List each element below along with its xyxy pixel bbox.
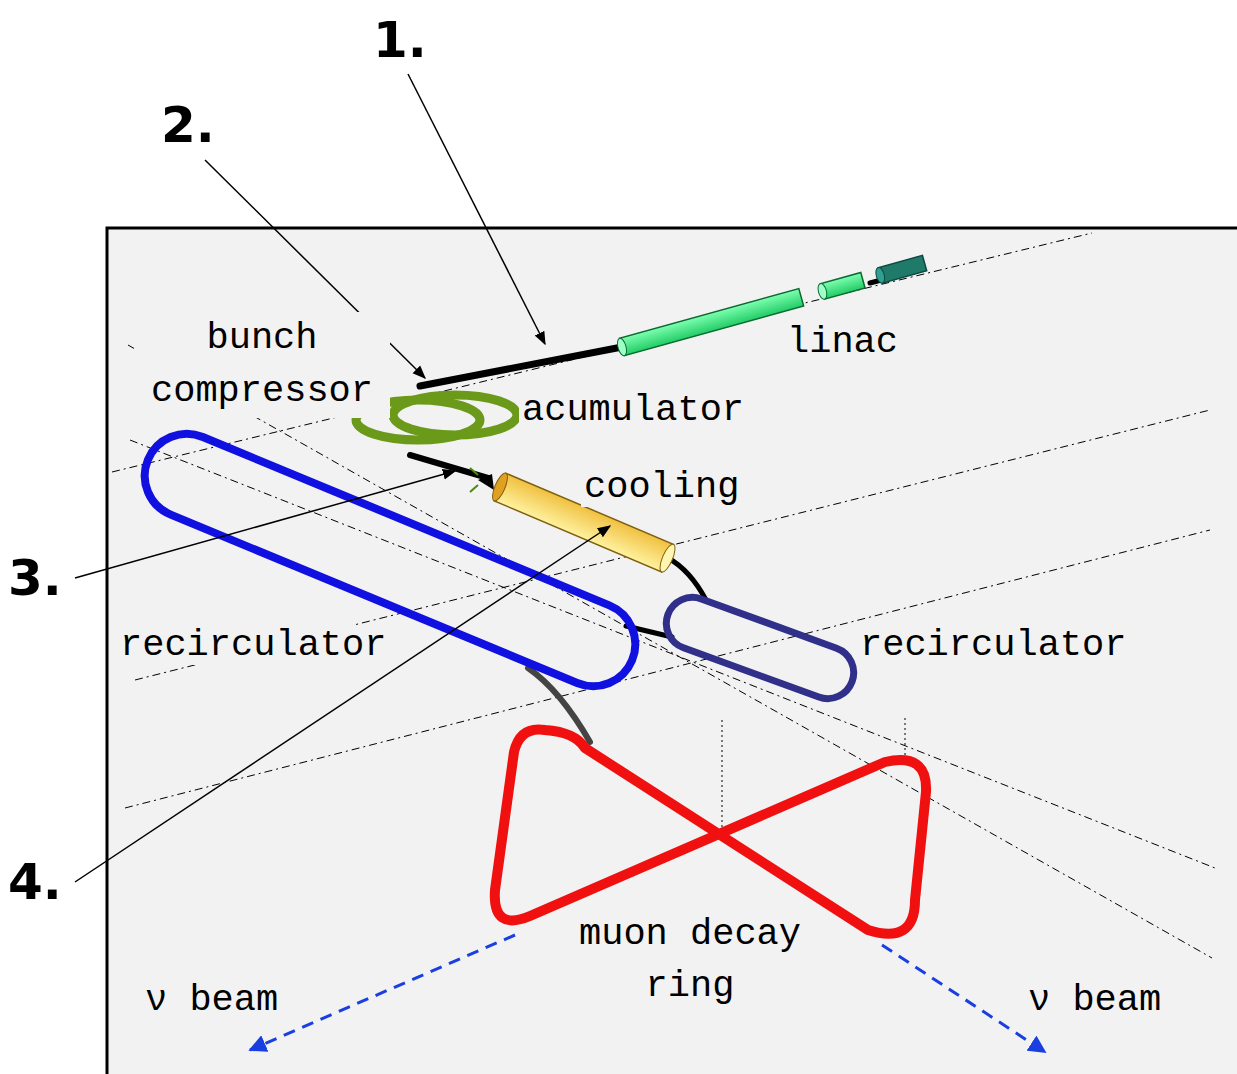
height-marks (722, 718, 905, 832)
ground-panel (107, 228, 1237, 1074)
part-label: muon decay ring (562, 908, 818, 1012)
part-label: recirculator (857, 625, 1129, 665)
decay-ring (495, 729, 926, 933)
part-label: bunch compressor (134, 312, 390, 418)
callout-number: 4. (5, 854, 65, 910)
callout-number: 1. (370, 12, 430, 68)
callout-number: 2. (158, 97, 218, 153)
part-label: cooling (581, 467, 742, 507)
small-recirculator (659, 590, 861, 706)
part-label: linac (784, 322, 901, 362)
part-label: ν beam (1025, 980, 1164, 1020)
part-label: acumulator (519, 390, 747, 430)
part-label: recirculator (117, 625, 389, 665)
site-grid (112, 233, 1215, 958)
callout-number: 3. (5, 550, 65, 606)
part-label: ν beam (142, 980, 281, 1020)
callout-leaders (75, 74, 610, 882)
